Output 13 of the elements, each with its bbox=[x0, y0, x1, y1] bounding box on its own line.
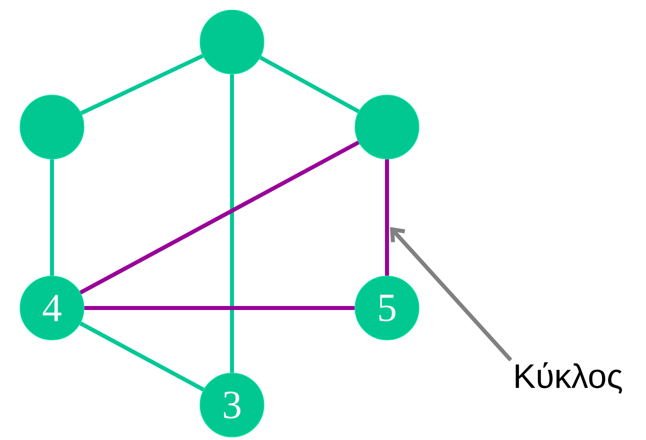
graph-edge bbox=[50, 159, 54, 276]
node-circle bbox=[200, 10, 264, 74]
graph-edge bbox=[230, 74, 234, 373]
graph-edge bbox=[79, 322, 205, 392]
leader-arrow bbox=[390, 227, 512, 362]
callout-label: Κύκλος bbox=[516, 362, 622, 394]
graph-edge bbox=[84, 306, 355, 310]
graph-edge bbox=[80, 54, 204, 116]
graph-edge bbox=[259, 56, 360, 114]
graph-edge bbox=[79, 140, 360, 294]
graph-edge bbox=[385, 159, 389, 276]
node-circle bbox=[20, 94, 84, 160]
node-circle bbox=[354, 94, 420, 160]
